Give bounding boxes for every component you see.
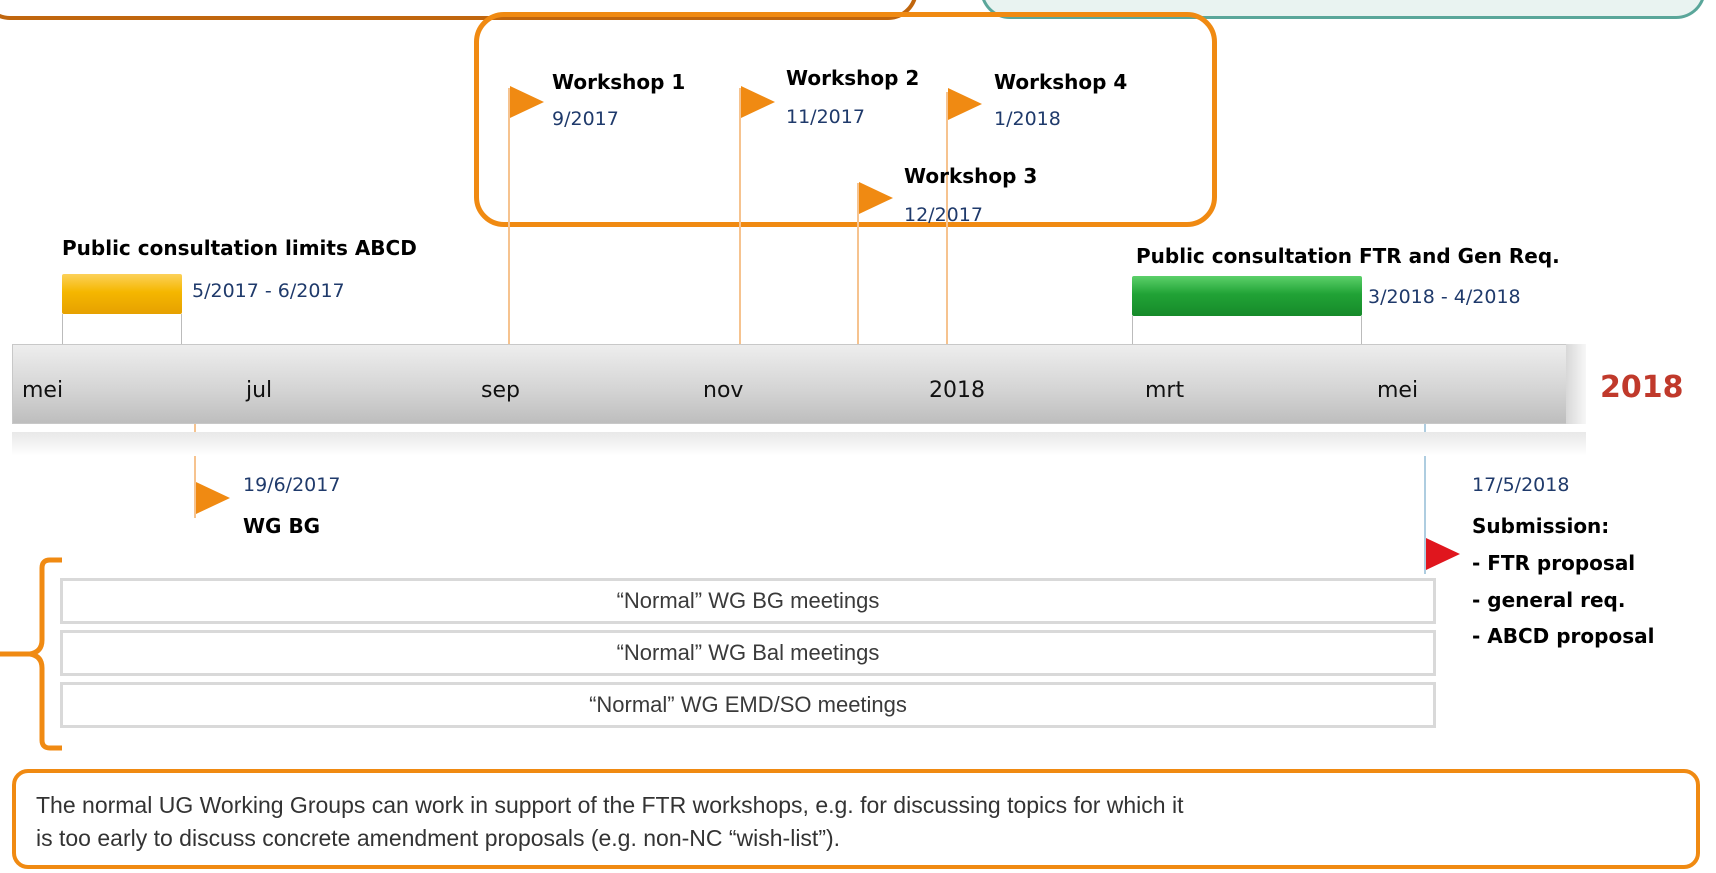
timeline-bar-shadow	[12, 432, 1586, 456]
year-label: 2018	[1600, 370, 1684, 405]
brace-icon	[0, 557, 62, 751]
consultation-ftr-tick-right	[1361, 316, 1362, 344]
workshop-3-flag-icon	[859, 182, 893, 214]
month-label: 2018	[929, 378, 985, 403]
consultation-ftr-title: Public consultation FTR and Gen Req.	[1136, 244, 1560, 268]
consultation-abcd-date: 5/2017 - 6/2017	[192, 280, 345, 302]
consultation-abcd-tick-left	[62, 314, 63, 344]
workshop-2-date: 11/2017	[786, 106, 865, 128]
month-label: mei	[1377, 378, 1419, 403]
month-label: mei	[22, 378, 64, 403]
timeline-bar-end	[1566, 344, 1586, 424]
submission-flag-icon	[1426, 538, 1460, 570]
consultation-ftr-span	[1132, 276, 1362, 316]
submission-title: Submission:	[1472, 514, 1610, 538]
month-label: jul	[246, 378, 273, 403]
consultation-ftr-date: 3/2018 - 4/2018	[1368, 286, 1521, 308]
workshop-4-title: Workshop 4	[994, 70, 1128, 94]
submission-item: - general req.	[1472, 588, 1626, 612]
workshop-1-flag-icon	[510, 86, 544, 118]
workshop-3-date: 12/2017	[904, 204, 983, 226]
wg-bg-line	[194, 424, 196, 518]
workshop-1-line	[508, 88, 510, 344]
workshop-3-title: Workshop 3	[904, 164, 1038, 188]
wg-bg-date: 19/6/2017	[243, 474, 341, 496]
consultation-abcd-tick-right	[181, 314, 182, 344]
month-label: mrt	[1145, 378, 1185, 403]
workshop-4-line	[946, 92, 948, 344]
month-label: sep	[481, 378, 520, 403]
wg-bg-flag-icon	[196, 482, 230, 514]
consultation-abcd-span	[62, 274, 182, 314]
workshop-3-line	[857, 183, 859, 344]
wg-bar-bg: “Normal” WG BG meetings	[60, 578, 1436, 624]
workshop-1-date: 9/2017	[552, 108, 619, 130]
note-line-1: The normal UG Working Groups can work in…	[36, 792, 1184, 818]
submission-item: - FTR proposal	[1472, 551, 1636, 575]
month-label: nov	[703, 378, 744, 403]
note-line-2: is too early to discuss concrete amendme…	[36, 825, 841, 851]
workshop-1-title: Workshop 1	[552, 70, 686, 94]
submission-date: 17/5/2018	[1472, 474, 1570, 496]
wg-bar-emd-so: “Normal” WG EMD/SO meetings	[60, 682, 1436, 728]
consultation-ftr-tick-left	[1132, 316, 1133, 344]
workshops-group-box	[474, 12, 1217, 227]
submission-item: - ABCD proposal	[1472, 624, 1655, 648]
note-box	[12, 769, 1700, 869]
timeline-bar	[12, 344, 1586, 424]
submission-line	[1424, 424, 1426, 574]
consultation-abcd-title: Public consultation limits ABCD	[62, 236, 417, 260]
workshop-4-flag-icon	[948, 88, 982, 120]
wg-bar-bal: “Normal” WG Bal meetings	[60, 630, 1436, 676]
workshop-4-date: 1/2018	[994, 108, 1061, 130]
workshop-2-flag-icon	[741, 86, 775, 118]
wg-bg-title: WG BG	[243, 514, 321, 538]
workshop-2-title: Workshop 2	[786, 66, 920, 90]
workshop-2-line	[739, 88, 741, 344]
